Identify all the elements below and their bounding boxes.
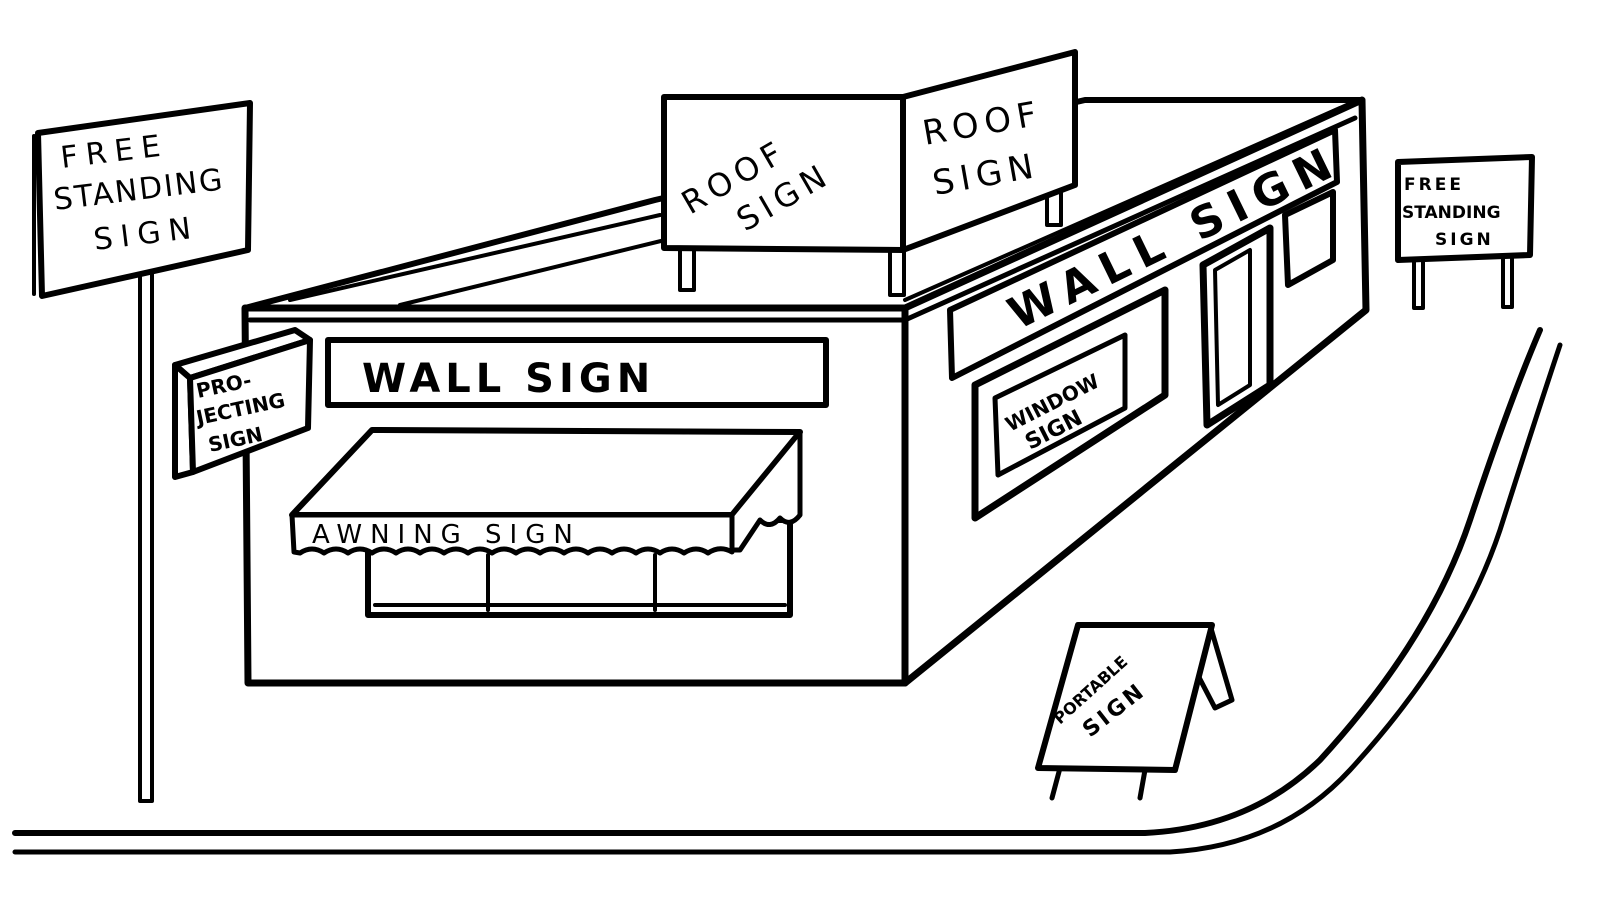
portable-sign: PORTABLE SIGN [1038,625,1232,798]
awning-sign: AWNING SIGN [292,430,800,615]
free-standing-right-line2: STANDING [1402,203,1501,223]
free-standing-right-line1: FREE [1404,175,1464,195]
side-door [1203,228,1270,425]
roof-sign-right: ROOF SIGN [903,52,1075,250]
wall-sign-front: WALL SIGN [328,340,826,405]
free-standing-sign-right: FREE STANDING SIGN [1398,157,1532,308]
free-standing-right-line3: SIGN [1435,230,1494,250]
awning-sign-text: AWNING SIGN [312,520,581,550]
wall-sign-front-text: WALL SIGN [362,356,655,402]
